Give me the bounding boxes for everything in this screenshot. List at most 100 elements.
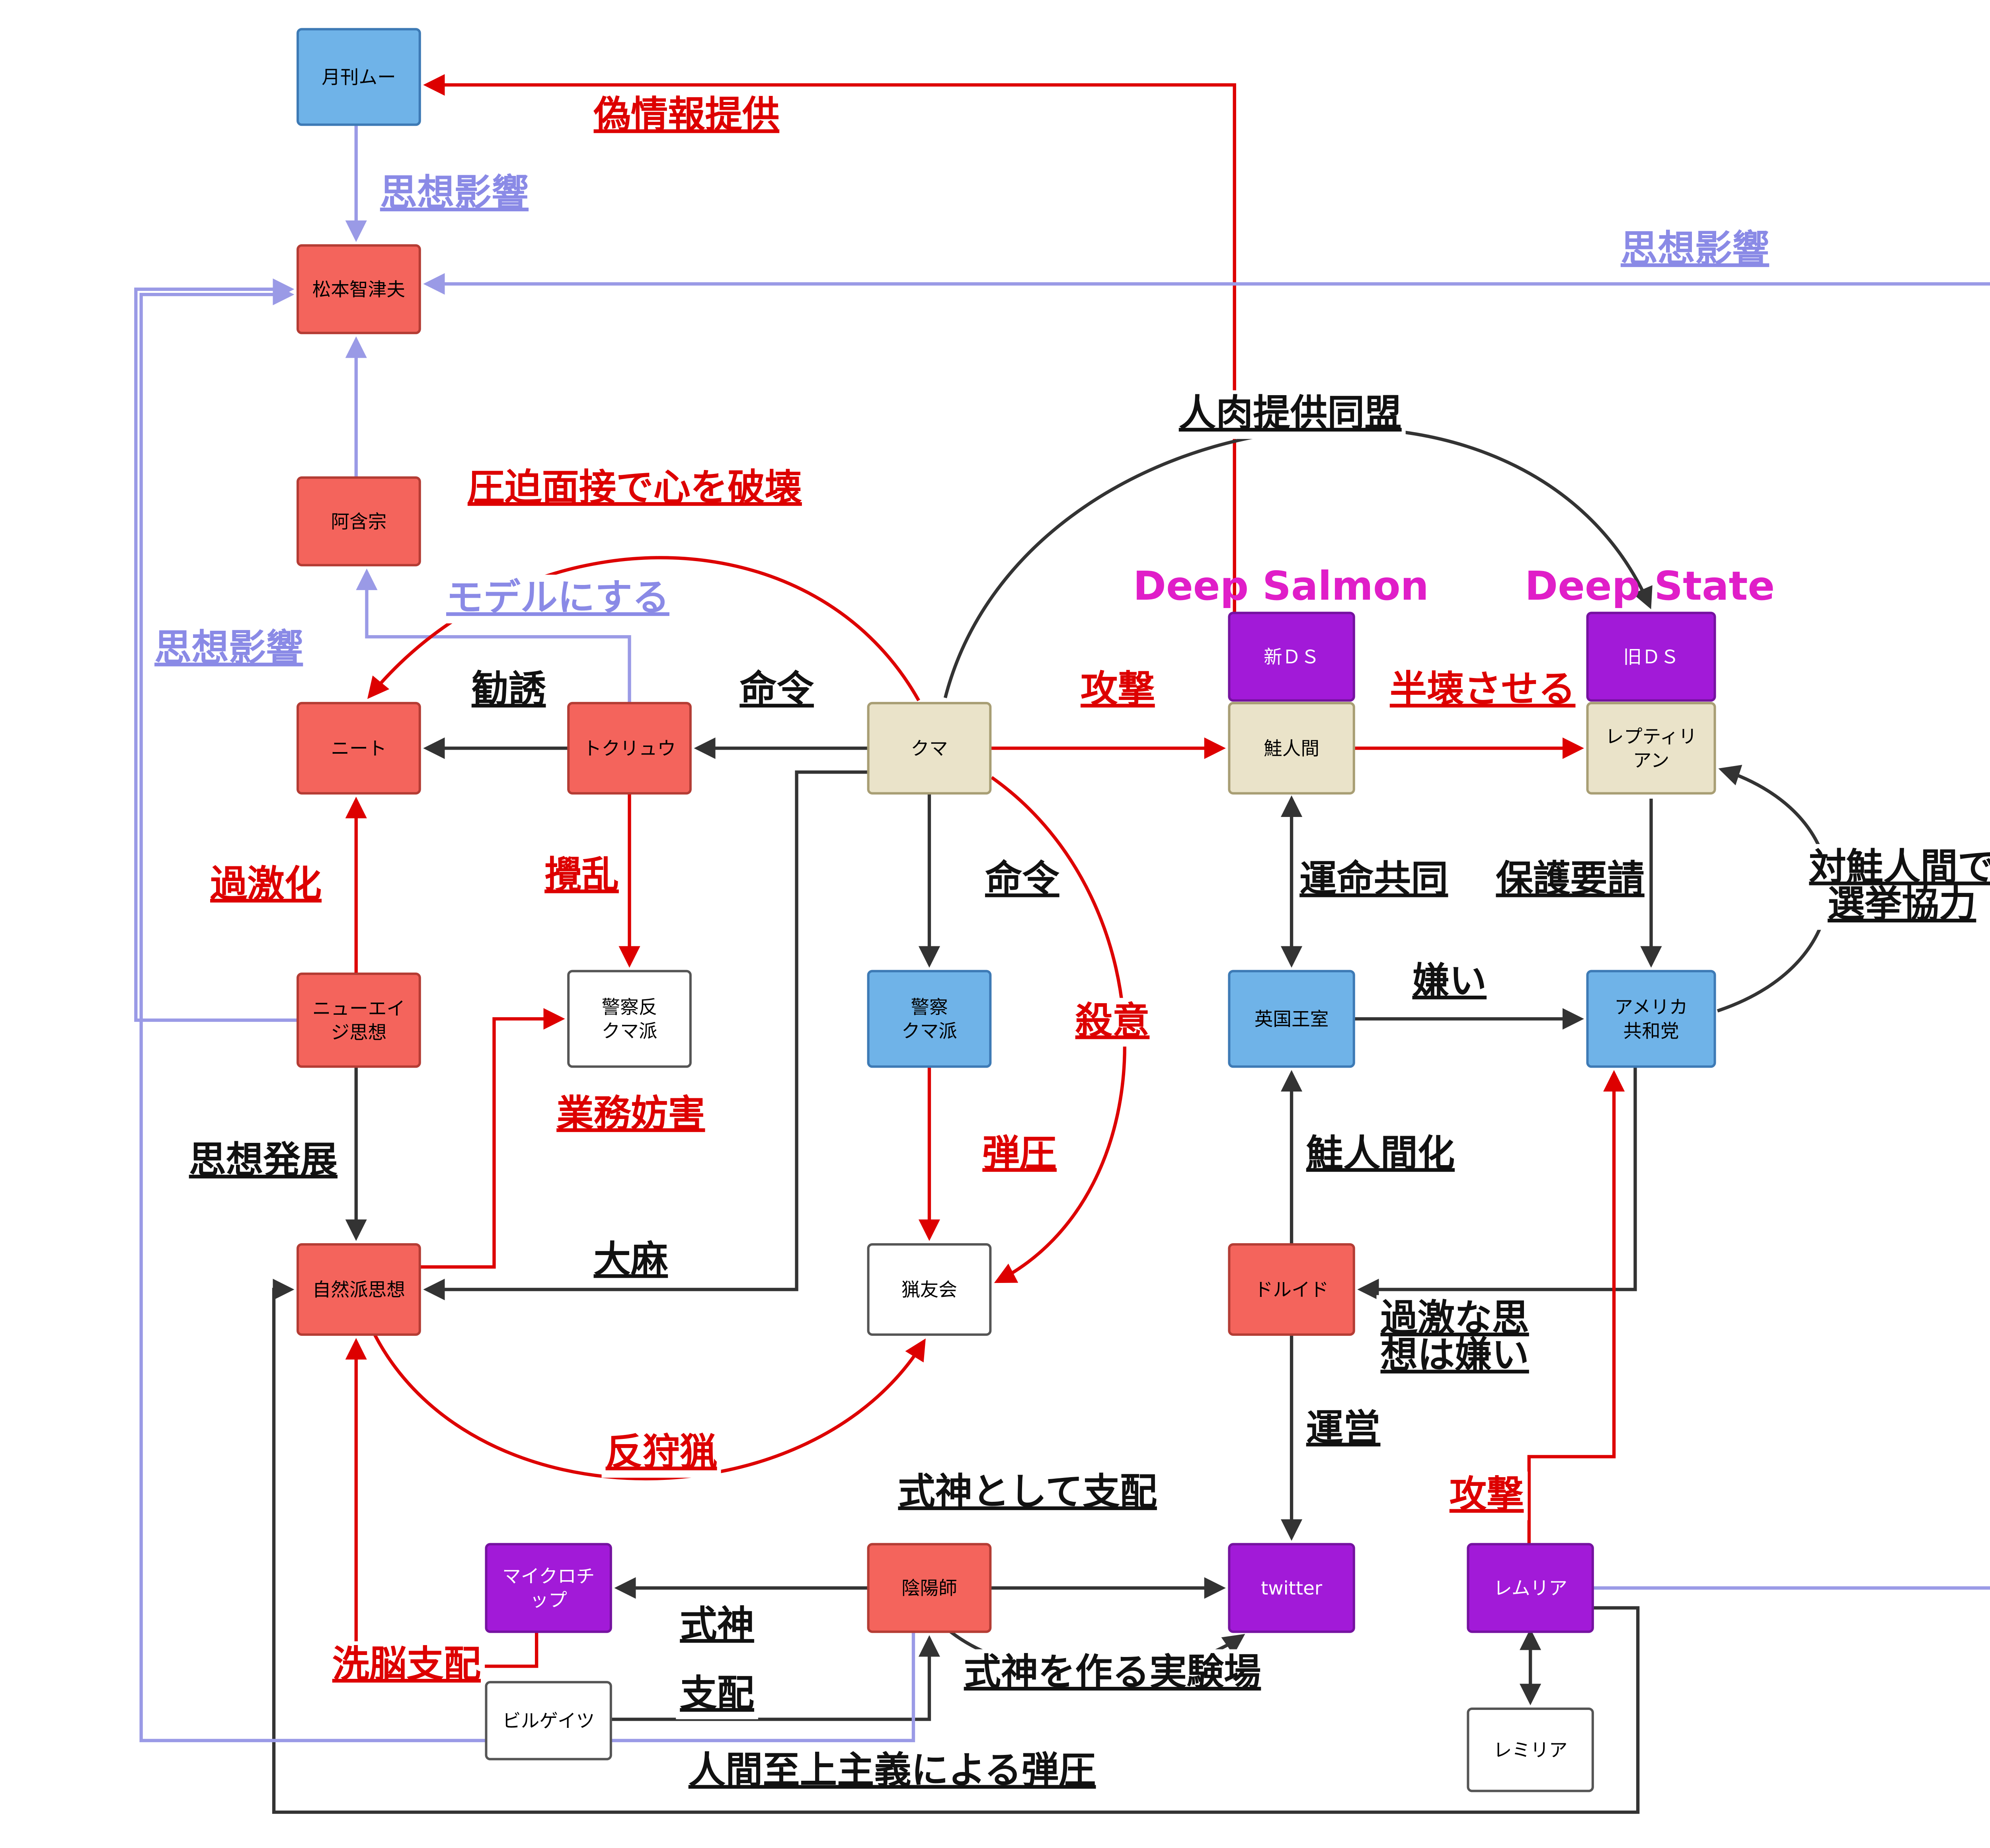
- edge-label-e9: 圧迫面接で心を破壊: [463, 464, 806, 513]
- node-box-microchip: [485, 1543, 612, 1633]
- node-agonshu: 阿含宗: [297, 476, 421, 567]
- svg-text:過激化: 過激化: [210, 863, 322, 906]
- node-label-onmyoji: 陰陽師: [901, 1578, 957, 1599]
- node-box-kuma: [867, 702, 992, 795]
- node-layer: 月刊ムー松本智津夫阿含宗ニートトクリュウクマ新ＤＳ鮭人間旧ＤＳレプティリアンニュ…: [297, 28, 1716, 1792]
- node-onmyoji: 陰陽師: [867, 1543, 992, 1633]
- node-label-tokuryu: トクリュウ: [583, 738, 676, 760]
- edge-label-e8: 命令: [736, 666, 818, 715]
- node-box-kyu-ds: [1586, 612, 1716, 702]
- edge-label-e19: 嫌い: [1408, 958, 1491, 1007]
- node-kuma: クマ: [867, 702, 992, 795]
- node-twitter: twitter: [1228, 1543, 1355, 1633]
- edge-e37-onmyoji-to-matsumoto: [139, 284, 915, 1743]
- node-box-reptilian: [1586, 702, 1716, 795]
- node-police-kuma: 警察クマ派: [867, 970, 992, 1068]
- edge-e25-shizenha-to-police-anti-kuma: [419, 1008, 565, 1269]
- node-microchip: マイクロチップ: [485, 1543, 612, 1633]
- node-box-onmyoji: [867, 1543, 992, 1633]
- node-british-royals: 英国王室: [1228, 970, 1355, 1068]
- edge-label-e24: 大麻: [589, 1236, 672, 1286]
- node-box-gekkan-mu: [297, 28, 421, 126]
- node-label-us-republican: アメリカ共和党: [1614, 997, 1688, 1042]
- edge-label-e31: 支配: [676, 1670, 758, 1719]
- edge-label-e1: 思想影響: [376, 170, 533, 219]
- node-label-microchip: マイクロチップ: [502, 1566, 595, 1611]
- svg-text:支配: 支配: [680, 1672, 754, 1715]
- node-label-neet: ニート: [331, 738, 386, 760]
- edge-label-e15: 命令: [981, 856, 1064, 905]
- header-deep-salmon: Deep Salmon: [1133, 563, 1429, 609]
- node-label-kuma: クマ: [911, 738, 948, 760]
- svg-text:反狩猟: 反狩猟: [606, 1431, 717, 1474]
- node-label-lemuria: レムリア: [1493, 1578, 1567, 1599]
- edge-label-e25: 業務妨害: [552, 1091, 709, 1140]
- svg-text:攪乱: 攪乱: [544, 853, 619, 897]
- node-label-police-anti-kuma: 警察反クマ派: [602, 997, 657, 1042]
- svg-text:攻撃: 攻撃: [1081, 668, 1155, 711]
- edge-layer: [134, 74, 1990, 1814]
- svg-text:攻撃: 攻撃: [1450, 1473, 1524, 1516]
- node-gekkan-mu: 月刊ムー: [297, 28, 421, 126]
- svg-text:命令: 命令: [739, 668, 814, 711]
- edge-label-e23: 思想発展: [185, 1137, 342, 1186]
- node-box-twitter: [1228, 1543, 1355, 1633]
- node-tokuryu: トクリュウ: [567, 702, 692, 795]
- svg-text:勧誘: 勧誘: [472, 668, 546, 711]
- node-box-neet: [297, 702, 421, 795]
- node-box-remilia: [1467, 1707, 1594, 1792]
- node-police-anti-kuma: 警察反クマ派: [567, 970, 692, 1068]
- svg-text:殺意: 殺意: [1075, 999, 1150, 1043]
- edge-e2-shin-ds-to-gekkan-mu: [423, 74, 1236, 613]
- node-box-druid: [1228, 1243, 1355, 1336]
- edge-e6-tokuryu-to-agonshu: [356, 568, 631, 703]
- node-box-police-anti-kuma: [567, 970, 692, 1068]
- edge-label-e13: 過激化: [206, 861, 326, 910]
- node-box-sake-ningen: [1228, 702, 1355, 795]
- edge-label-e16: 運命共同: [1295, 856, 1452, 905]
- edge-label-e12: 人肉提供同盟: [1174, 390, 1406, 439]
- svg-text:思想発展: 思想発展: [189, 1138, 338, 1182]
- edge-label-e22: 鮭人間化: [1302, 1131, 1459, 1179]
- node-shizenha: 自然派思想: [297, 1243, 421, 1336]
- node-label-shizenha: 自然派思想: [312, 1279, 405, 1301]
- edge-e33-shizenha-to-ryoyukai: [373, 1333, 926, 1481]
- node-druid: ドルイド: [1228, 1243, 1355, 1336]
- edge-label-e7: 勧誘: [467, 666, 550, 715]
- svg-text:半壊させる: 半壊させる: [1390, 668, 1576, 711]
- node-shin-ds: 新ＤＳ: [1228, 612, 1355, 702]
- svg-text:人間至上主義による弾圧: 人間至上主義による弾圧: [689, 1749, 1096, 1792]
- node-box-matsumoto: [297, 244, 421, 334]
- node-label-ryoyukai: 猟友会: [901, 1279, 957, 1301]
- edge-label-e4: 思想影響: [150, 625, 307, 674]
- node-box-ryoyukai: [867, 1243, 992, 1336]
- edge-e5-lemuria-to-matsumoto: [423, 273, 1990, 1590]
- edge-label-e34: 式神を作る実験場: [960, 1649, 1265, 1698]
- edge-label-e17: 保護要請: [1492, 856, 1649, 905]
- node-label-druid: ドルイド: [1254, 1279, 1329, 1301]
- svg-text:嫌い: 嫌い: [1412, 959, 1487, 1003]
- svg-text:過激な思想は嫌い: 過激な思想は嫌い: [1380, 1296, 1529, 1377]
- node-box-british-royals: [1228, 970, 1355, 1068]
- edge-label-e6: モデルにする: [442, 575, 673, 624]
- edge-label-e27: 運営: [1302, 1405, 1385, 1454]
- node-remilia: レミリア: [1467, 1707, 1594, 1792]
- edge-label-e32: 洗脳支配: [328, 1641, 485, 1690]
- edge-label-e29: 式神として支配: [894, 1469, 1161, 1518]
- node-label-remilia: レミリア: [1493, 1740, 1568, 1761]
- svg-text:思想影響: 思想影響: [1621, 227, 1769, 271]
- node-us-republican: アメリカ共和党: [1586, 970, 1716, 1068]
- svg-text:思想影響: 思想影響: [380, 172, 529, 215]
- node-label-matsumoto: 松本智津夫: [312, 279, 405, 300]
- svg-text:保護要請: 保護要請: [1496, 857, 1645, 901]
- svg-text:式神として支配: 式神として支配: [898, 1470, 1157, 1514]
- svg-text:式神: 式神: [680, 1603, 754, 1646]
- node-lemuria: レムリア: [1467, 1543, 1594, 1633]
- node-box-bill-gates: [485, 1681, 612, 1760]
- svg-text:弾圧: 弾圧: [982, 1132, 1057, 1175]
- edge-e24-kuma-to-shizenha: [423, 770, 868, 1300]
- edge-label-e36: 人間至上主義による弾圧: [684, 1747, 1100, 1796]
- node-bill-gates: ビルゲイツ: [485, 1681, 612, 1760]
- node-label-british-royals: 英国王室: [1254, 1009, 1329, 1030]
